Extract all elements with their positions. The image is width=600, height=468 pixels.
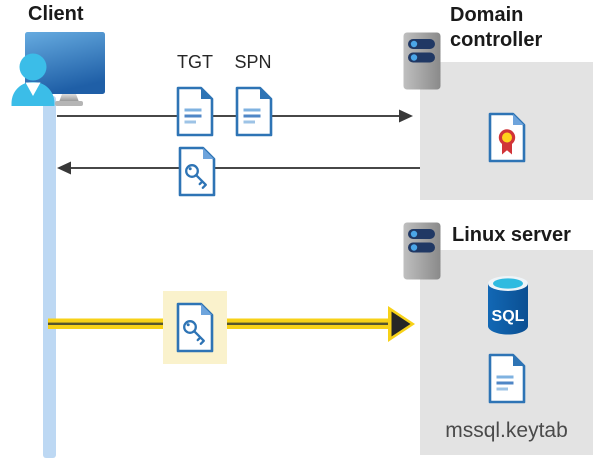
person-icon	[11, 53, 55, 106]
key-ticket-document-icon	[178, 146, 216, 197]
client-workstation-icon	[11, 32, 105, 106]
spn-ticket-document-icon	[235, 86, 273, 137]
sql-database-icon: SQL	[488, 276, 528, 335]
key-ticket-document-highlighted-icon	[176, 302, 214, 353]
certificate-icon	[488, 112, 526, 163]
sql-label: SQL	[492, 308, 525, 325]
domain-controller-server-icon	[403, 32, 441, 90]
tgt-ticket-document-icon	[176, 86, 214, 137]
client-title: Client	[28, 3, 84, 25]
keytab-document-icon	[488, 353, 526, 404]
response-arrow	[57, 161, 420, 175]
domain-controller-title-line2: controller	[450, 29, 543, 51]
client-lifeline	[43, 96, 56, 458]
domain-controller-title-line1: Domain	[450, 4, 524, 26]
tgt-label: TGT	[177, 52, 213, 72]
linux-server-title: Linux server	[452, 224, 571, 246]
spn-label: SPN	[234, 52, 272, 72]
domain-controller-title: Domain controller	[450, 3, 595, 53]
keytab-label: mssql.keytab	[445, 419, 568, 442]
auth-arrow-yellow	[48, 306, 415, 342]
request-arrow	[57, 109, 413, 123]
linux-server-icon	[403, 222, 441, 280]
